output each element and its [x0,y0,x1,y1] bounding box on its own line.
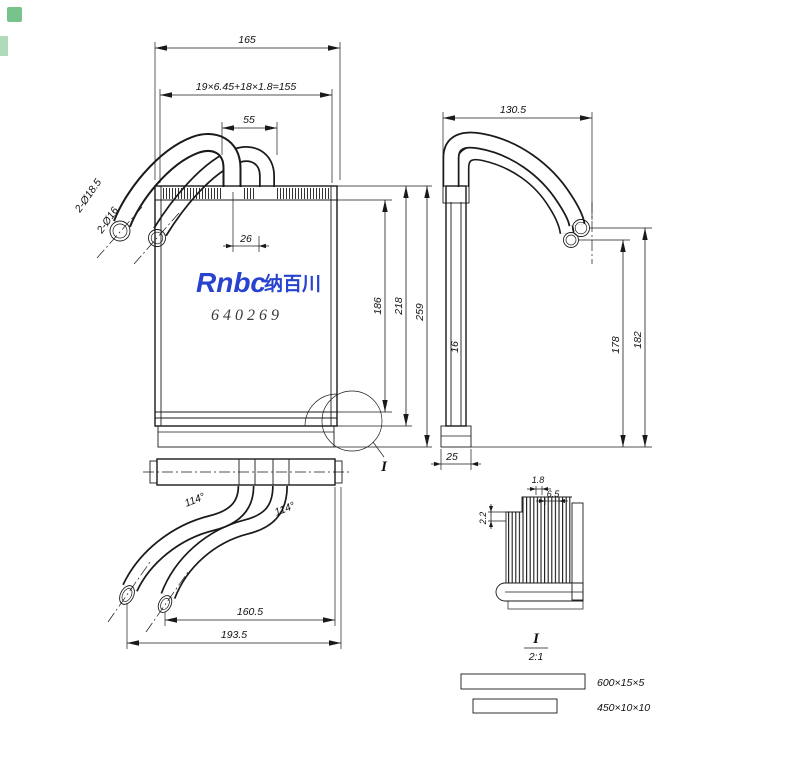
dim-thickness: 16 [449,341,461,353]
detail-bottom-plate [495,582,584,602]
detail-side-plate [571,502,584,601]
brand-logo: Rnbc [196,267,266,298]
pipe-end-small [148,229,166,247]
bottom-dimensions: 160.5 193.5 [126,487,342,649]
dim-fin-height: 6.5 [547,489,561,499]
dim-fin-formula: 19×6.45+18×1.8=155 [196,81,297,93]
detail-scale-label: I 2:1 [524,631,548,663]
dim-total-height: 259 [414,303,426,322]
side-bottom-tank [440,425,472,448]
legend-swatch-bottom [472,698,558,714]
dim-body-height: 218 [393,297,405,316]
front-inlet-pipes [96,133,275,265]
dim-pipe-dia-large: 2-Ø18.5 [72,177,104,216]
brand-logo-cn: 纳百川 [264,272,321,295]
screenshot-artifact [0,7,22,56]
side-pipe-end-2 [563,232,579,248]
detail-dimensions: 1.8 6.5 2.2 [478,475,568,529]
legend-spec-top: 600×15×5 [597,677,644,689]
bottom-pipes: 114° 114° [107,485,297,633]
detail-view: 1.8 6.5 2.2 I 2:1 [478,475,584,663]
detail-mark-label: I [380,459,388,475]
dim-bottom-total-width: 193.5 [221,629,247,641]
detail-bottom-strip [507,600,584,610]
dim-pipe-span: 55 [243,114,255,126]
dim-fin-pitch: 1.8 [532,475,545,485]
front-core: I [154,185,388,475]
detail-circle [321,390,383,452]
bottom-pipe-end-2 [157,595,173,613]
bottom-view: 114° 114° 160.5 193.5 [107,458,349,649]
detail-sector [304,393,338,427]
legend-swatch-top [460,673,586,690]
dim-total-width: 165 [238,34,256,46]
pipe-end-large [109,220,131,242]
dim-pipe-height: 178 [610,336,622,354]
side-view: 130.5 16 178 182 25 [431,104,652,470]
detail-view-scale: 2:1 [528,651,544,663]
dim-core-height: 186 [372,297,384,315]
side-pipes [442,131,593,264]
side-top-fitting [442,185,470,204]
detail-view-label: I [532,631,540,647]
side-dimensions: 130.5 16 178 182 25 [431,104,652,470]
dim-side-total-height: 182 [632,331,644,349]
dim-angle-left: 114° [183,491,207,510]
side-body [440,185,472,448]
bottom-body [143,458,349,486]
legend: 600×15×5 450×10×10 [460,673,650,714]
dim-pipe-offset: 26 [239,233,252,245]
dim-tube-gap: 2.2 [478,512,488,526]
legend-spec-bottom: 450×10×10 [597,702,650,714]
front-dimensions: 165 19×6.45+18×1.8=155 55 26 186 [72,34,432,448]
dim-bottom-pipe-span: 160.5 [237,606,263,618]
bottom-pipe-end-1 [119,585,135,605]
detail-fins [495,496,584,610]
dim-side-width: 25 [445,451,458,463]
front-view: I Rnbc 纳百川 640269 165 19×6.45+18×1.8=155… [72,34,432,475]
part-number: 640269 [211,307,283,324]
side-pipe-end-1 [572,219,590,237]
dim-total-depth: 130.5 [500,104,526,116]
